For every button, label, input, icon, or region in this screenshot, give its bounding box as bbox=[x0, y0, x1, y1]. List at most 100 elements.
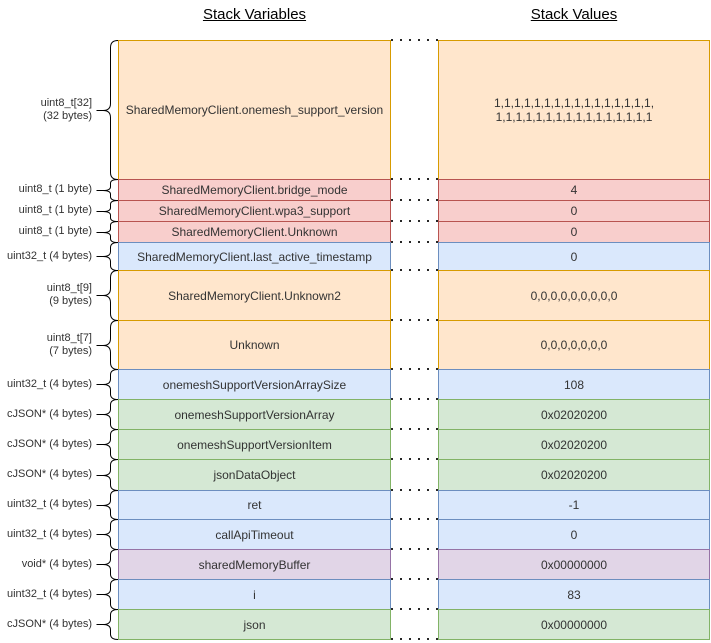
type-label: uint8_t[9](9 bytes) bbox=[0, 270, 92, 320]
type-label-line: uint32_t (4 bytes) bbox=[7, 249, 92, 262]
stack-variable-box: SharedMemoryClient.bridge_mode bbox=[118, 179, 391, 201]
row-boundary-dotted-line bbox=[391, 608, 438, 610]
stack-variables-header: Stack Variables bbox=[202, 6, 307, 23]
type-label-line: uint8_t[7] bbox=[46, 331, 92, 344]
variable-name: SharedMemoryClient.Unknown bbox=[171, 225, 338, 239]
row-brace bbox=[96, 519, 119, 550]
stack-value-box: 0 bbox=[438, 519, 710, 550]
row-brace bbox=[96, 242, 119, 271]
row-boundary-dotted-line bbox=[391, 241, 438, 243]
stack-variable-box: json bbox=[118, 609, 391, 640]
stack-value-box: 0x00000000 bbox=[438, 549, 710, 580]
variable-name: json bbox=[243, 617, 266, 632]
stack-value-box: 0 bbox=[438, 221, 710, 243]
variable-value-line: 0x00000000 bbox=[540, 557, 608, 572]
row-boundary-dotted-line bbox=[391, 319, 438, 321]
type-label: uint32_t (4 bytes) bbox=[0, 242, 92, 270]
stack-value-box: 4 bbox=[438, 179, 710, 201]
row-brace bbox=[96, 221, 119, 243]
stack-value-box: 0x02020200 bbox=[438, 459, 710, 491]
variable-value-line: 1,1,1,1,1,1,1,1,1,1,1,1,1,1,1,1 bbox=[495, 110, 653, 124]
stack-variable-box: SharedMemoryClient.onemesh_support_versi… bbox=[118, 40, 391, 180]
stack-variable-box: i bbox=[118, 579, 391, 610]
stack-values-header: Stack Values bbox=[530, 6, 618, 23]
variable-name: i bbox=[253, 587, 256, 602]
row-brace bbox=[96, 179, 119, 201]
stack-variable-box: callApiTimeout bbox=[118, 519, 391, 550]
variable-value-line: 4 bbox=[570, 183, 578, 197]
stack-value-box: 1,1,1,1,1,1,1,1,1,1,1,1,1,1,1,1,1,1,1,1,… bbox=[438, 40, 710, 180]
row-brace bbox=[96, 399, 119, 430]
row-boundary-dotted-line bbox=[391, 269, 438, 271]
type-label-line: uint8_t (1 byte) bbox=[18, 204, 92, 216]
row-boundary-dotted-line bbox=[391, 199, 438, 201]
type-label: uint32_t (4 bytes) bbox=[0, 579, 92, 609]
row-boundary-dotted-line bbox=[391, 548, 438, 550]
stack-variable-box: onemeshSupportVersionArraySize bbox=[118, 369, 391, 400]
variable-name: SharedMemoryClient.last_active_timestamp bbox=[137, 249, 372, 264]
stack-value-box: 0 bbox=[438, 242, 710, 271]
type-label-line: cJSON* (4 bytes) bbox=[7, 468, 92, 480]
variable-value-line: 1,1,1,1,1,1,1,1,1,1,1,1,1,1,1,1, bbox=[493, 96, 655, 110]
variable-name: SharedMemoryClient.onemesh_support_versi… bbox=[125, 103, 384, 117]
row-brace bbox=[96, 200, 119, 222]
type-label-line: uint8_t (1 byte) bbox=[18, 183, 92, 195]
stack-variable-box: sharedMemoryBuffer bbox=[118, 549, 391, 580]
type-label-line: uint32_t (4 bytes) bbox=[7, 587, 92, 600]
type-label-line: cJSON* (4 bytes) bbox=[7, 407, 92, 420]
variable-value-line: 0 bbox=[570, 527, 578, 542]
row-brace bbox=[96, 429, 119, 460]
type-label: uint8_t[32](32 bytes) bbox=[0, 40, 92, 179]
variable-name: onemeshSupportVersionItem bbox=[177, 437, 332, 452]
stack-variable-box: SharedMemoryClient.last_active_timestamp bbox=[118, 242, 391, 271]
variable-value-line: 0,0,0,0,0,0,0 bbox=[540, 338, 608, 352]
variable-name: Unknown bbox=[229, 338, 280, 352]
stack-variable-box: Unknown bbox=[118, 320, 391, 370]
row-boundary-dotted-line bbox=[391, 489, 438, 491]
variable-value-line: 0 bbox=[570, 249, 578, 264]
stack-variable-box: onemeshSupportVersionItem bbox=[118, 429, 391, 460]
type-label: cJSON* (4 bytes) bbox=[0, 459, 92, 490]
variable-value-line: 108 bbox=[563, 377, 585, 392]
row-brace bbox=[96, 609, 119, 640]
stack-value-box: 0,0,0,0,0,0,0,0,0 bbox=[438, 270, 710, 321]
stack-value-box: 83 bbox=[438, 579, 710, 610]
type-label-line: uint8_t (1 byte) bbox=[18, 225, 92, 237]
type-label-line: uint8_t[9] bbox=[46, 282, 92, 294]
stack-variable-box: SharedMemoryClient.Unknown2 bbox=[118, 270, 391, 321]
type-label: uint32_t (4 bytes) bbox=[0, 369, 92, 399]
type-label-line: uint32_t (4 bytes) bbox=[7, 377, 92, 390]
stack-variable-box: SharedMemoryClient.wpa3_support bbox=[118, 200, 391, 222]
variable-name: onemeshSupportVersionArraySize bbox=[162, 377, 347, 392]
row-brace bbox=[96, 459, 119, 491]
row-brace bbox=[96, 549, 119, 580]
variable-value-line: 0x02020200 bbox=[540, 437, 608, 452]
stack-value-box: 108 bbox=[438, 369, 710, 400]
row-boundary-dotted-line bbox=[391, 398, 438, 400]
row-boundary-dotted-line bbox=[391, 178, 438, 180]
row-boundary-dotted-line bbox=[391, 428, 438, 430]
variable-value-line: 0x02020200 bbox=[540, 468, 608, 482]
type-label: void* (4 bytes) bbox=[0, 549, 92, 579]
row-brace bbox=[96, 320, 119, 370]
variable-value-line: -1 bbox=[568, 498, 580, 512]
stack-value-box: -1 bbox=[438, 490, 710, 520]
type-label: uint8_t[7](7 bytes) bbox=[0, 320, 92, 369]
variable-name: SharedMemoryClient.bridge_mode bbox=[161, 183, 348, 197]
variable-name: ret bbox=[247, 498, 262, 512]
type-label-line: (9 bytes) bbox=[49, 295, 92, 307]
type-label-line: uint32_t (4 bytes) bbox=[7, 527, 92, 540]
row-brace bbox=[96, 40, 119, 180]
stack-value-box: 0x02020200 bbox=[438, 429, 710, 460]
stack-value-box: 0,0,0,0,0,0,0 bbox=[438, 320, 710, 370]
variable-value-line: 0 bbox=[570, 204, 578, 218]
row-brace bbox=[96, 369, 119, 400]
row-boundary-dotted-line bbox=[391, 638, 438, 640]
type-label-line: (32 bytes) bbox=[43, 109, 92, 122]
row-boundary-dotted-line bbox=[391, 458, 438, 460]
type-label: uint8_t (1 byte) bbox=[0, 179, 92, 200]
variable-value-line: 0x00000000 bbox=[540, 617, 608, 632]
type-label: uint32_t (4 bytes) bbox=[0, 490, 92, 519]
type-label-line: void* (4 bytes) bbox=[21, 557, 92, 570]
variable-value-line: 83 bbox=[567, 587, 581, 602]
